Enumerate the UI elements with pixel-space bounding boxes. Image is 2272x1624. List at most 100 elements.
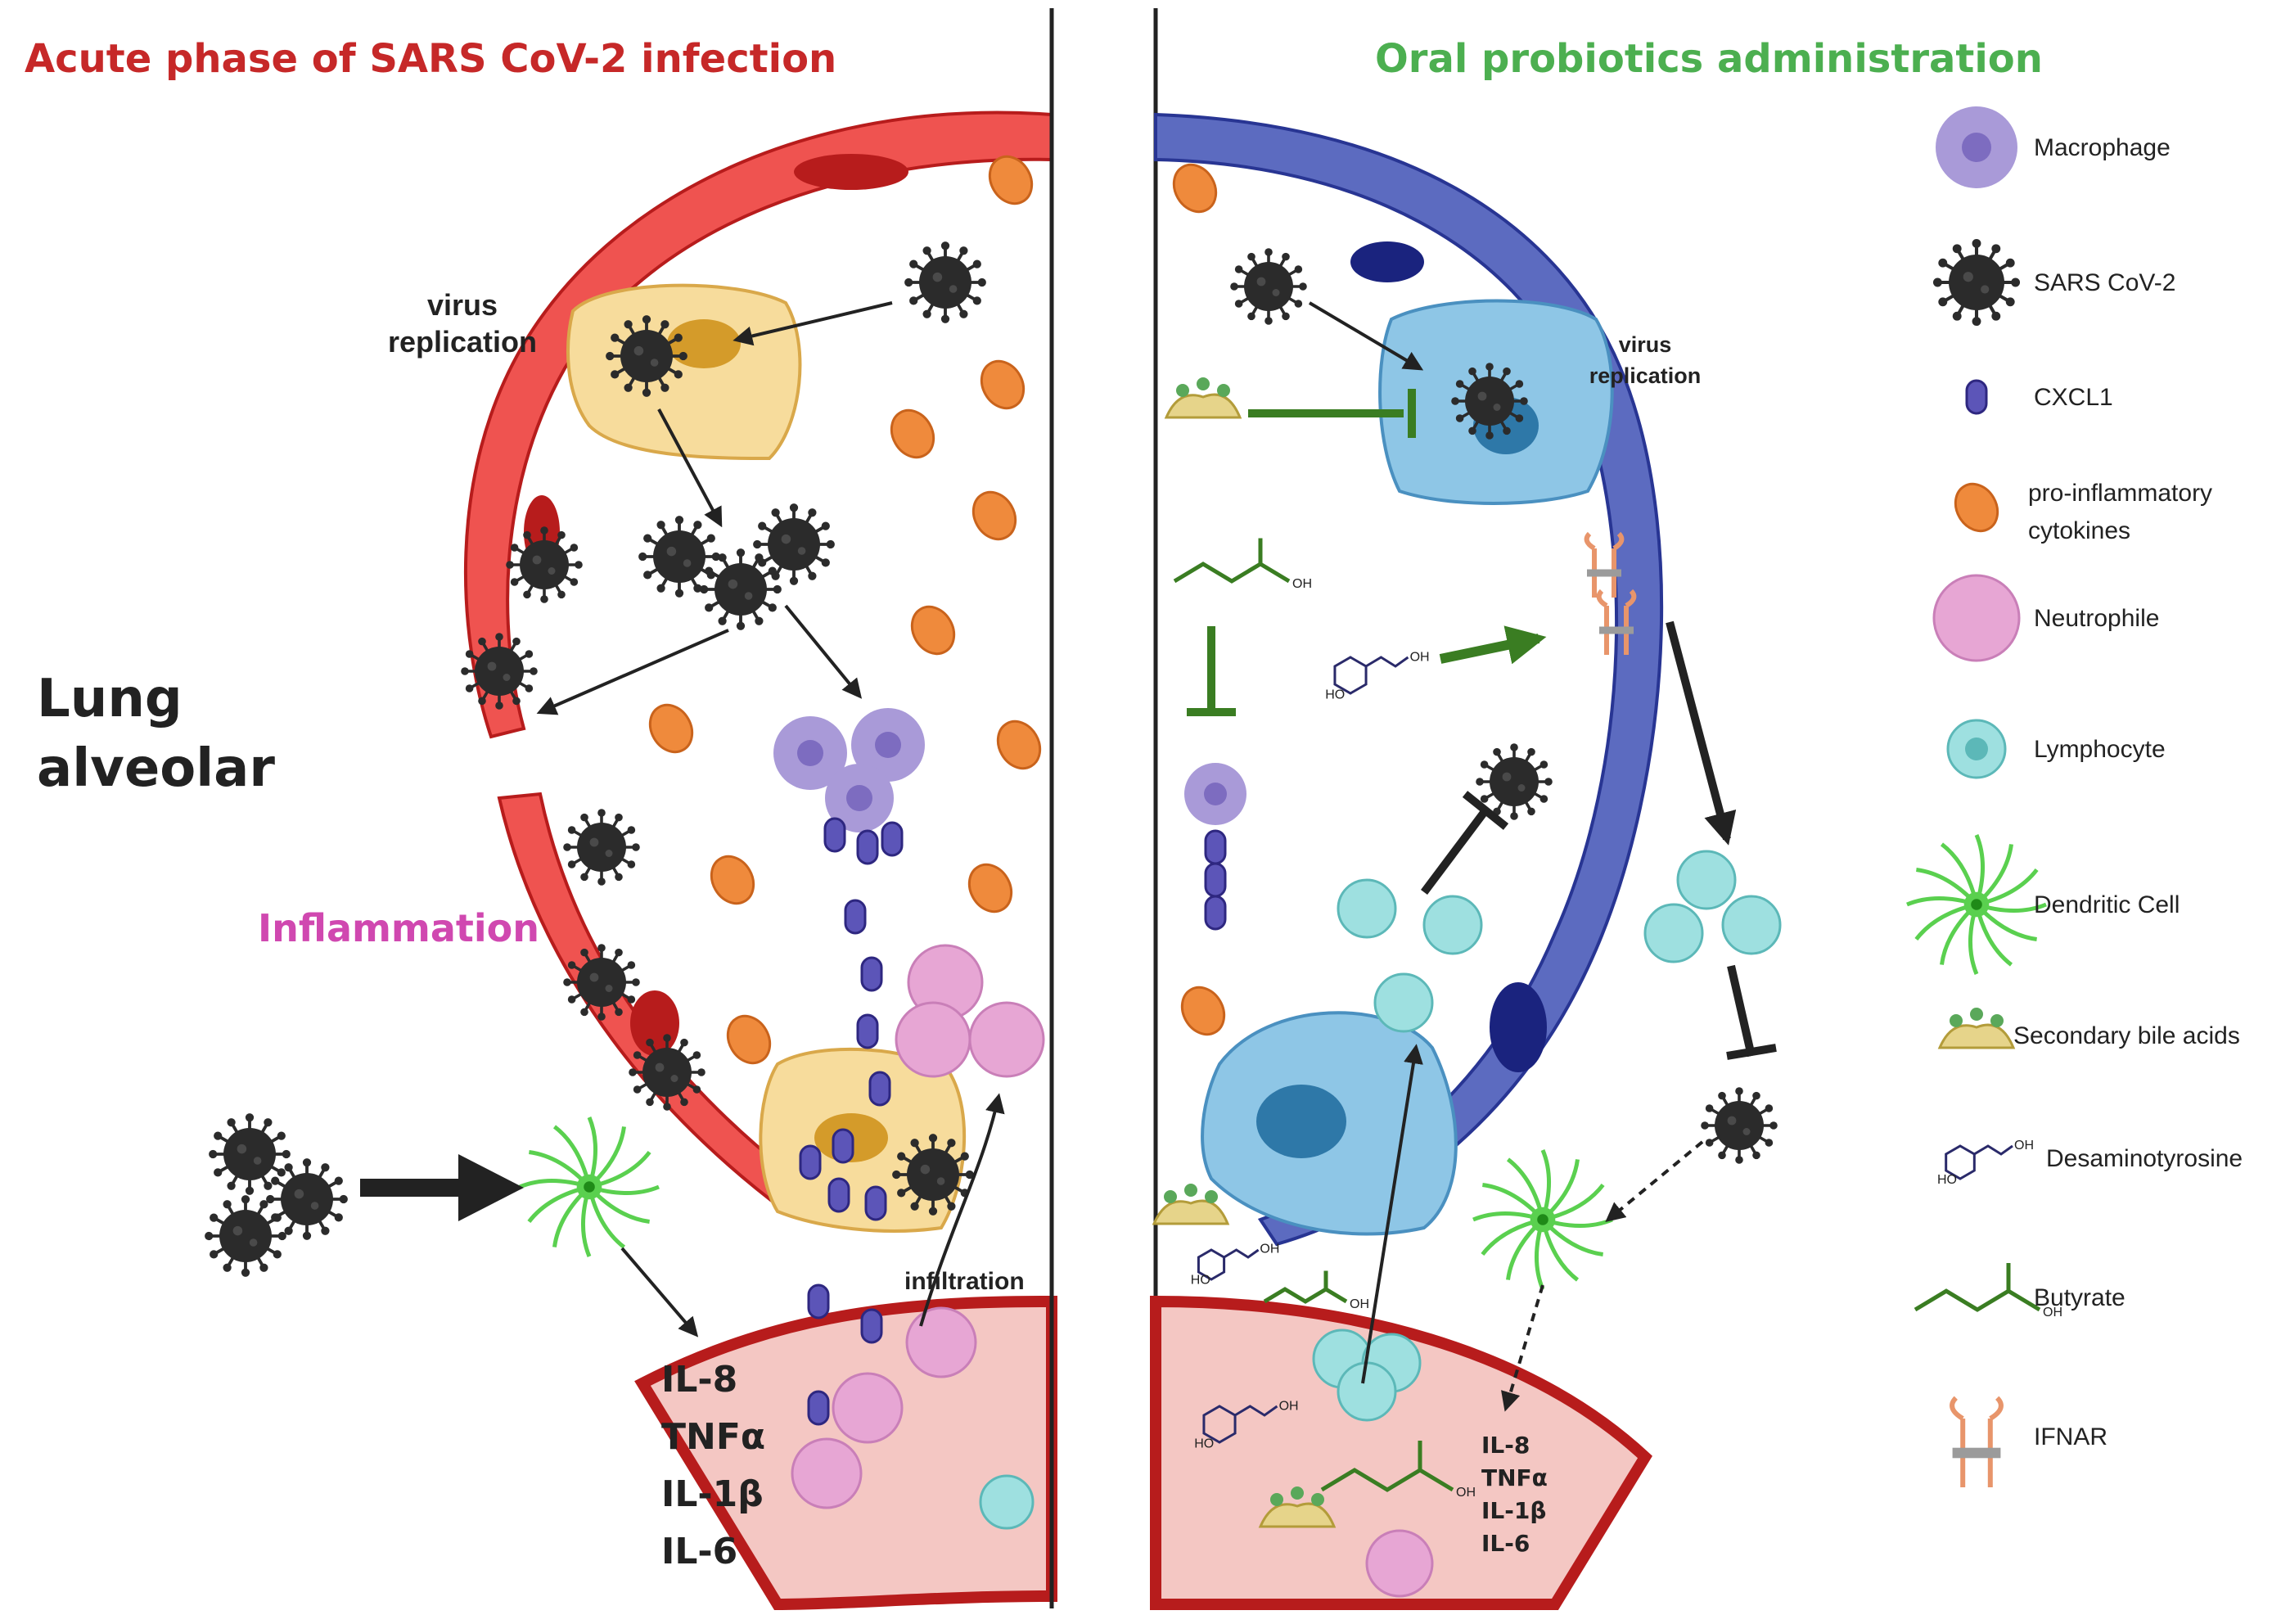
- cytokine-icon: [890, 408, 935, 459]
- red-cell-nucleus: [630, 990, 679, 1056]
- cytokine-icon: [967, 863, 1013, 914]
- neutrophile: [1365, 1529, 1434, 1598]
- alveolar-wall-red: [463, 111, 1053, 739]
- cytokine-icon: [1172, 163, 1218, 214]
- cxcl1-icon: [807, 1390, 830, 1426]
- bile-acid-icon: [1937, 1008, 2016, 1049]
- sars-cov-2-icon: [629, 1034, 705, 1111]
- blue-cell-nucleus: [1350, 241, 1424, 282]
- cxcl1-icon: [799, 1144, 822, 1180]
- cytokine-label: IL-1β: [1481, 1497, 1546, 1524]
- sars-cov-2-icon: [209, 1113, 291, 1195]
- oh-label: OH: [2014, 1139, 2034, 1153]
- virus-replication-label: virus: [427, 288, 498, 322]
- sars-cov-2-icon: [1451, 363, 1528, 440]
- virus-group: [205, 241, 986, 1277]
- dendritic-cell-icon: [519, 1116, 660, 1257]
- cxcl1-icon: [1965, 379, 1988, 415]
- cytokine-group: [648, 155, 1042, 1065]
- infiltration-label: infiltration: [904, 1268, 1025, 1295]
- right-title: Oral probiotics administration: [1375, 36, 2043, 82]
- oh-label: OH: [1292, 577, 1312, 591]
- cytokine-group: [1172, 163, 1226, 1036]
- virus-replication-label: virus: [1619, 332, 1672, 357]
- sars-cov-2-icon: [266, 1158, 348, 1240]
- sars-cov-2-icon: [461, 633, 538, 710]
- blue-cell-nucleus: [1490, 982, 1547, 1072]
- oh-label: OH: [1456, 1486, 1476, 1500]
- cxcl1-icon: [1204, 829, 1227, 865]
- dendritic-cell: [519, 1116, 660, 1257]
- bile-acid-icon: [1258, 1486, 1337, 1528]
- ho-label: HO: [1194, 1437, 1214, 1451]
- cytokine-icon: [648, 703, 694, 754]
- sars-cov-2-icon: [700, 548, 782, 630]
- cytokine-label: IL-8: [1481, 1432, 1530, 1459]
- cytokine-label: IL-1β: [661, 1473, 764, 1515]
- sars-cov-2-icon: [1230, 248, 1307, 325]
- cytokine-label: IL-6: [661, 1531, 737, 1572]
- legend-label: CXCL1: [2034, 384, 2113, 411]
- desaminotyrosine-icon: HO OH: [1937, 1139, 2034, 1187]
- red-cell-nucleus: [794, 154, 908, 190]
- legend-item: Neutrophile: [1932, 574, 2159, 662]
- dendritic-cell-icon: [1906, 834, 2047, 975]
- bile-acid-icon: [1152, 1184, 1230, 1225]
- virus-replication-label: replication: [1589, 363, 1702, 388]
- oh-label: OH: [1260, 1243, 1279, 1256]
- blood-vessel-right: [1150, 1295, 1652, 1611]
- cytokine-icon: [980, 359, 1026, 410]
- legend-item: Dendritic Cell: [1906, 834, 2180, 975]
- legend-item: SARS CoV-2: [1932, 238, 2175, 327]
- sars-cov-2-icon: [563, 944, 640, 1021]
- cxcl1-icon: [881, 821, 904, 857]
- legend-label: Lymphocyte: [2034, 736, 2166, 763]
- alveolar-macrophage-blue: [1201, 1011, 1458, 1236]
- cytokine-label: TNFα: [661, 1416, 765, 1458]
- infected-epithelial-cell: [566, 283, 802, 461]
- cxcl1-icon: [864, 1185, 887, 1221]
- butyrate-icon: OH: [1320, 1441, 1476, 1500]
- sars-cov-2-icon: [1701, 1087, 1778, 1164]
- ifnar-icon: [1950, 1396, 2004, 1487]
- neutrophile: [791, 944, 1045, 1509]
- sars-cov-2-icon: [563, 809, 640, 886]
- cxcl1-icon: [860, 1308, 883, 1344]
- virus-group: [1230, 248, 1778, 1164]
- left-panel: Acute phase of SARS CoV-2 infection viru…: [25, 36, 1057, 1611]
- cytokine-icon: [1954, 482, 1999, 533]
- cytokine-icon: [1180, 986, 1226, 1036]
- inflammation-label: Inflammation: [258, 906, 539, 950]
- sars-cov-2-icon: [205, 1195, 286, 1277]
- dendritic-cell-icon: [1472, 1149, 1613, 1290]
- ho-label: HO: [1937, 1173, 1957, 1187]
- ifnar-icon: [1596, 589, 1637, 655]
- legend-label: SARS CoV-2: [2034, 269, 2175, 296]
- cxcl1-icon: [844, 899, 867, 935]
- sars-cov-2-icon: [892, 1134, 974, 1216]
- cytokine-icon: [726, 1014, 772, 1065]
- cxcl1-icon: [1204, 895, 1227, 931]
- cytokine-icon: [988, 155, 1034, 205]
- legend-label: Dendritic Cell: [2034, 891, 2180, 918]
- cxcl1-icon: [868, 1071, 891, 1107]
- cxcl1-icon: [832, 1128, 854, 1164]
- cytokine-label: TNFα: [1481, 1464, 1548, 1491]
- legend-label: Neutrophile: [2034, 605, 2159, 632]
- legend-item: Macrophage: [1936, 106, 2171, 188]
- cxcl1-icon: [807, 1283, 830, 1320]
- cxcl1-icon: [860, 956, 883, 992]
- lung-alveolar-label: alveolar: [37, 738, 275, 799]
- dendritic-cell: [1472, 1149, 1613, 1290]
- cxcl1-icon: [827, 1177, 850, 1213]
- legend-label: Macrophage: [2034, 134, 2171, 161]
- legend-item: CXCL1: [1965, 379, 2113, 415]
- legend-item: Secondary bile acids: [1937, 1008, 2240, 1049]
